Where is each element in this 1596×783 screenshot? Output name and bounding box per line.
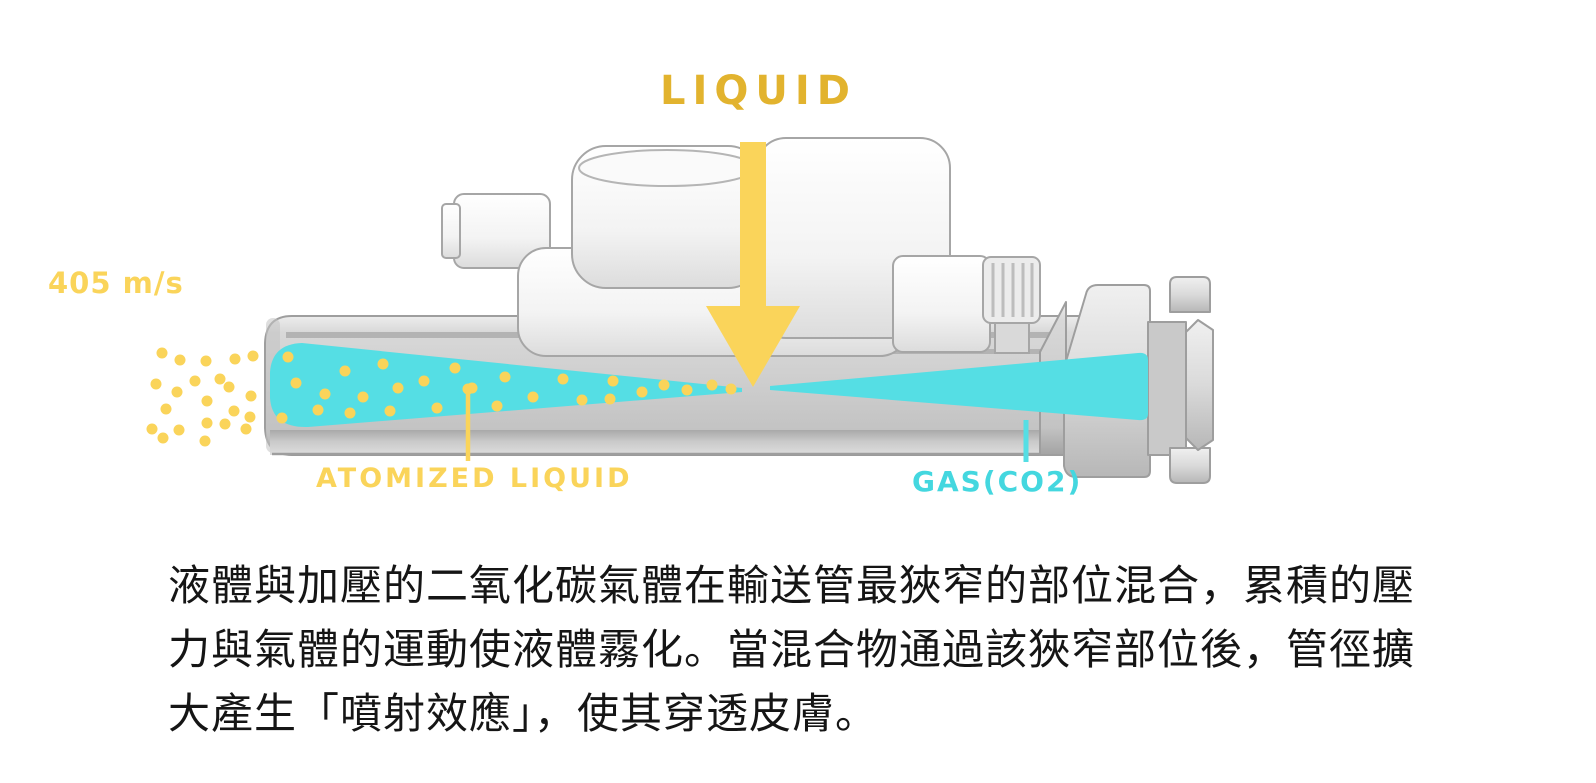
- spray-dot: [171, 386, 183, 398]
- spray-dot: [725, 383, 737, 395]
- atomized-liquid-label: ATOMIZED LIQUID: [316, 463, 633, 494]
- spray-dot: [384, 405, 396, 417]
- spray-dot: [245, 390, 257, 402]
- spray-dot: [146, 423, 158, 435]
- spray-dot: [174, 354, 186, 366]
- nozzle-neck: [1147, 321, 1187, 456]
- spray-dot: [706, 379, 718, 391]
- spray-dot: [658, 379, 670, 391]
- spray-dot: [604, 393, 616, 405]
- liquid-label: LIQUID: [660, 68, 857, 114]
- spray-dot: [276, 412, 288, 424]
- description-text: 液體與加壓的二氧化碳氣體在輸送管最狹窄的部位混合，累積的壓 力與氣體的運動使液體…: [168, 554, 1415, 746]
- mechanism-lobe-step: [892, 255, 991, 353]
- spray-dot: [636, 386, 648, 398]
- spray-dot: [377, 358, 389, 370]
- spray-dot: [319, 388, 331, 400]
- spray-dot: [491, 400, 503, 412]
- speed-label: 405 m/s: [48, 266, 184, 300]
- spray-dot: [150, 378, 162, 390]
- spray-dot: [247, 350, 259, 362]
- spray-dot: [449, 362, 461, 374]
- gas-co2-label: GAS(CO2): [912, 465, 1083, 498]
- spray-dot: [156, 347, 168, 359]
- spray-dot: [244, 411, 256, 423]
- spray-dot: [160, 403, 172, 415]
- mechanism-left-arm-tip: [441, 203, 461, 259]
- spray-dot: [282, 351, 294, 363]
- spray-dot: [200, 355, 212, 367]
- spray-dot: [527, 391, 539, 403]
- liquid-arrow: [706, 142, 800, 387]
- description-line-3: 大產生「噴射效應」，使其穿透皮膚。: [168, 689, 879, 738]
- valve-knob: [982, 256, 1041, 354]
- description-line-1: 液體與加壓的二氧化碳氣體在輸送管最狹窄的部位混合，累積的壓: [168, 561, 1416, 610]
- spray-dot: [229, 353, 241, 365]
- spray-dot: [576, 394, 588, 406]
- gas-cone: [770, 352, 1148, 421]
- spray-dot: [173, 424, 185, 436]
- spray-dot: [681, 384, 693, 396]
- spray-dot: [290, 377, 302, 389]
- spray-dot: [557, 373, 569, 385]
- spray-dot: [157, 432, 169, 444]
- nozzle-tab-top: [1169, 276, 1211, 313]
- spray-dots-outside: [146, 347, 259, 447]
- spray-dot: [201, 417, 213, 429]
- device-mechanism: [441, 137, 991, 357]
- description-line-2: 力與氣體的運動使液體霧化。當混合物通過該狹窄部位後，管徑擴: [168, 625, 1416, 674]
- spray-dot: [201, 395, 213, 407]
- spray-dot: [312, 404, 324, 416]
- spray-dot: [240, 423, 252, 435]
- atomized-leader-dot: [462, 383, 474, 395]
- arrow-shaft: [740, 142, 766, 312]
- spray-dot: [418, 375, 430, 387]
- spray-dot: [344, 407, 356, 419]
- nozzle-end-cap: [1185, 319, 1214, 451]
- spray-dot: [357, 391, 369, 403]
- spray-dot: [431, 402, 443, 414]
- spray-dot: [219, 418, 231, 430]
- spray-dot: [228, 405, 240, 417]
- nozzle-tab-bottom: [1169, 447, 1211, 484]
- spray-dot: [339, 365, 351, 377]
- leader-lines: [462, 383, 1029, 462]
- spray-dot: [223, 381, 235, 393]
- drum-top-face: [578, 149, 756, 187]
- spray-dot: [199, 435, 211, 447]
- spray-dot: [189, 375, 201, 387]
- spray-dot: [499, 371, 511, 383]
- spray-dot: [607, 375, 619, 387]
- spray-dot: [392, 382, 404, 394]
- spray-dot: [214, 373, 226, 385]
- arrow-head: [706, 306, 800, 387]
